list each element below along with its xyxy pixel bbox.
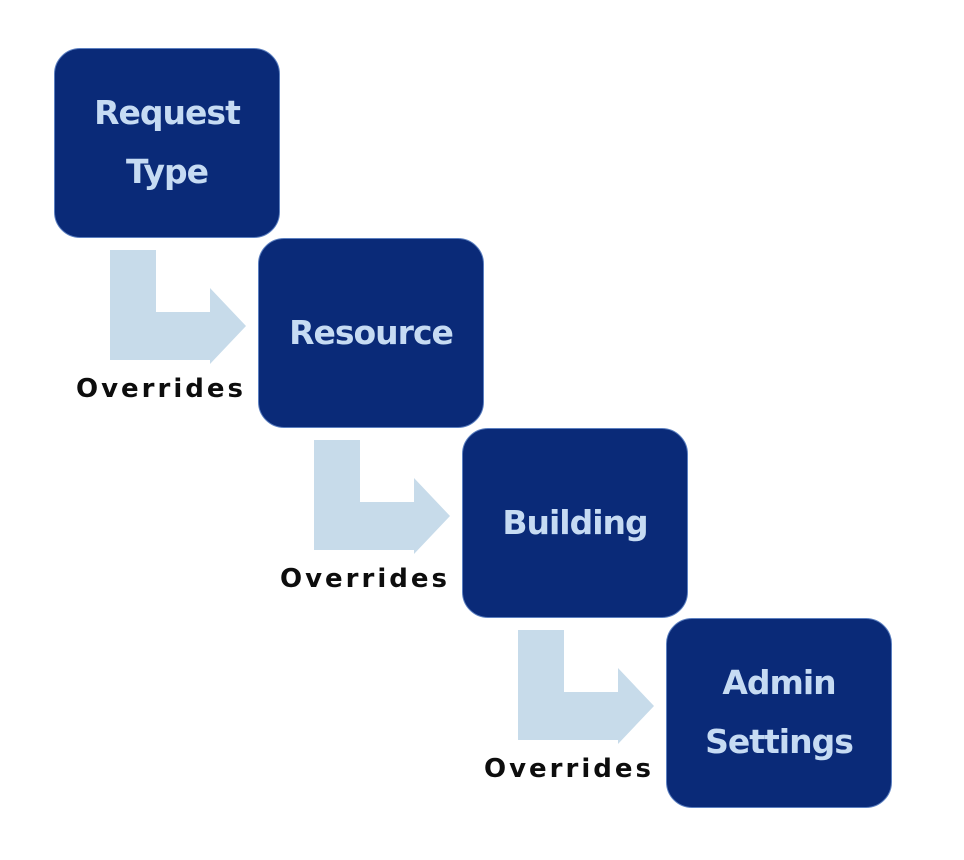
step-box-building: Building bbox=[462, 428, 688, 618]
bent-arrow-icon bbox=[518, 630, 654, 744]
step-box-admin-settings: Admin Settings bbox=[666, 618, 892, 808]
step-box-resource: Resource bbox=[258, 238, 484, 428]
bent-arrow-icon bbox=[314, 440, 450, 554]
step-label: Resource bbox=[289, 312, 454, 352]
step-label: Building bbox=[502, 502, 648, 542]
step-box-request-type: Request Type bbox=[54, 48, 280, 238]
overrides-label: Overrides bbox=[76, 374, 246, 404]
step-label: Request Type bbox=[94, 93, 241, 191]
step-label: Admin Settings bbox=[705, 663, 854, 761]
bent-arrow-icon bbox=[110, 250, 246, 364]
overrides-label: Overrides bbox=[484, 754, 654, 784]
overrides-label: Overrides bbox=[280, 564, 450, 594]
